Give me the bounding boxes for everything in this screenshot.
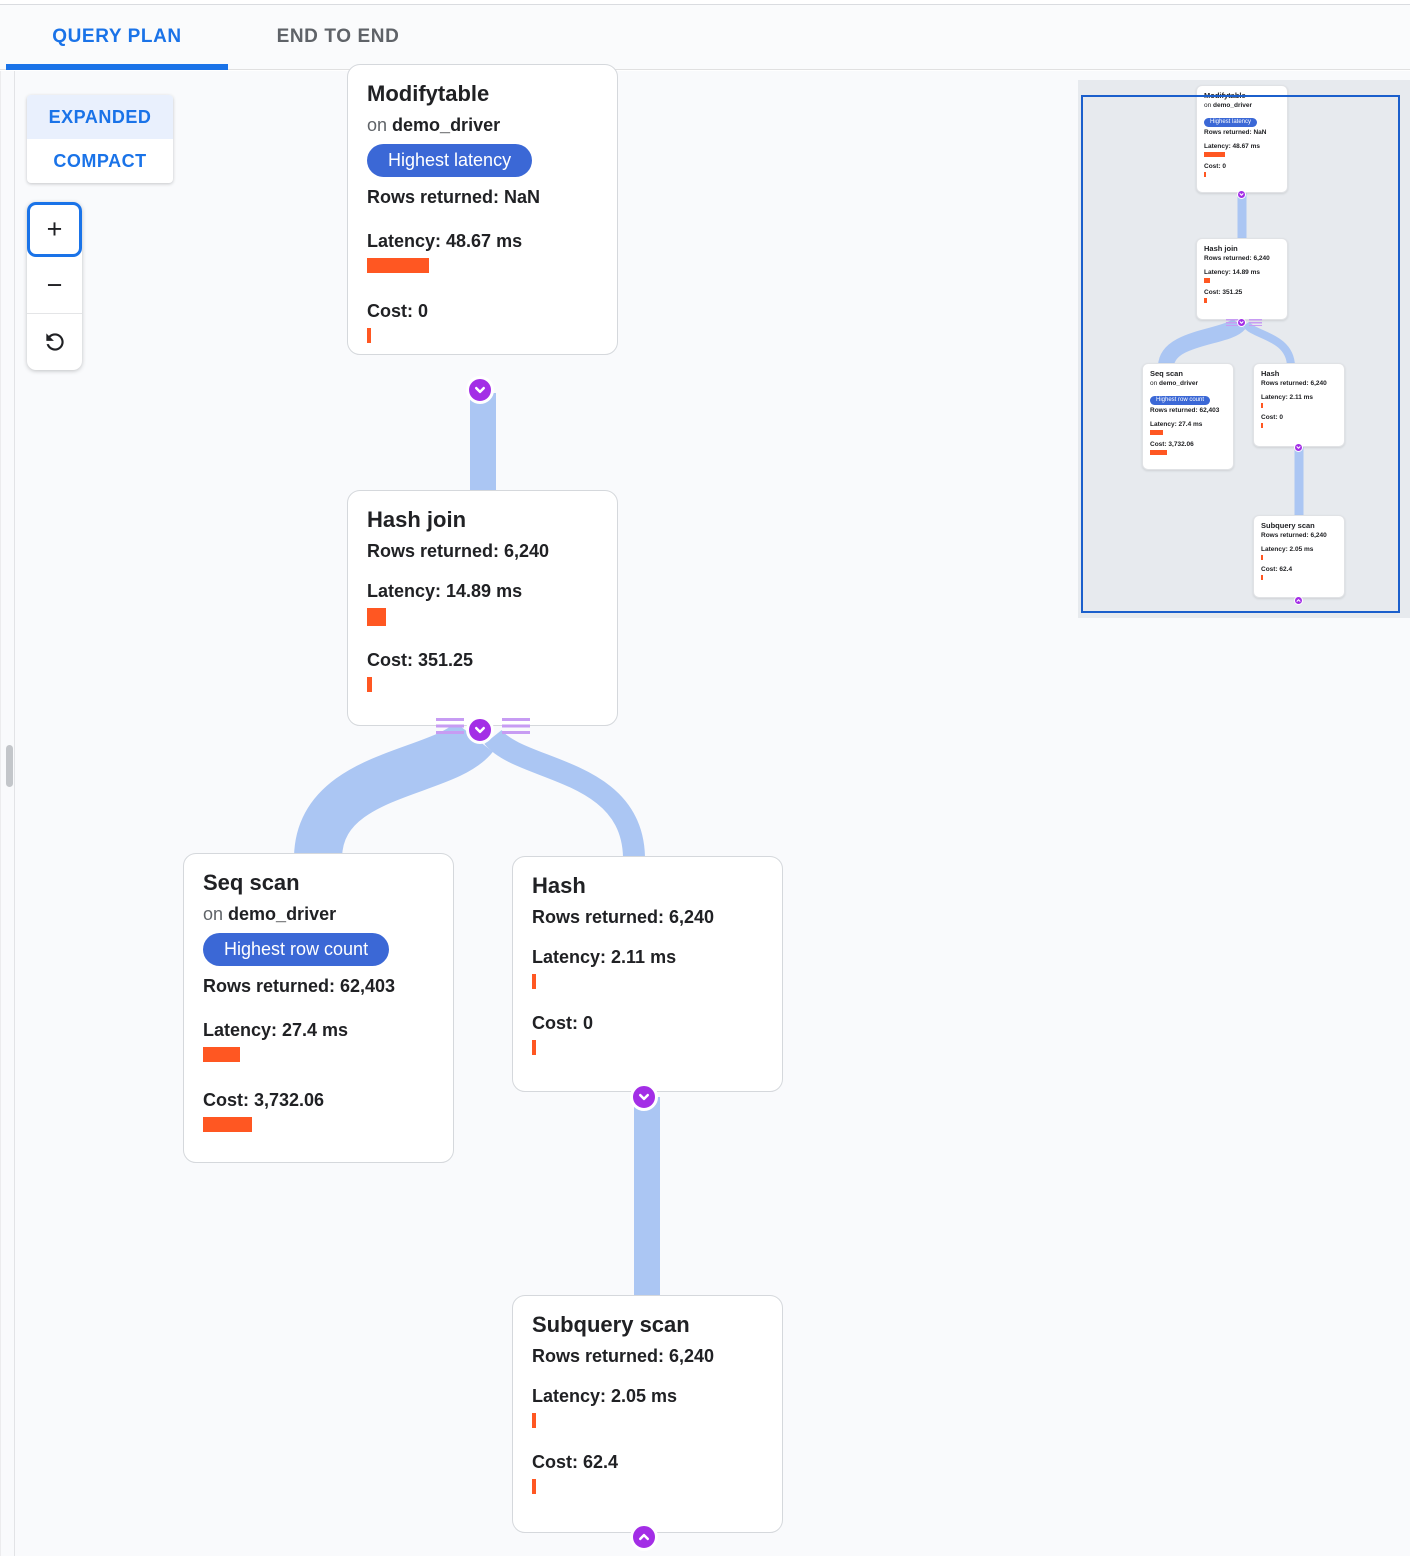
node-modifytable[interactable]: Modifytable on demo_driver Highest laten… — [347, 64, 618, 355]
rows-returned-stat: Rows returned: 6,240 — [367, 541, 550, 561]
latency-stat: Latency: 2.11 ms — [532, 947, 677, 967]
node-title: Hash — [532, 873, 586, 898]
vertical-scrollbar-thumb[interactable] — [6, 745, 13, 787]
chevron-down-icon — [638, 1093, 650, 1101]
cost-bar — [532, 1479, 536, 1494]
active-tab-underline — [6, 64, 228, 70]
latency-bar — [532, 974, 536, 989]
cost-bar — [367, 677, 372, 692]
rows-returned-stat: Rows returned: 6,240 — [532, 1346, 715, 1366]
zoom-toolbar: + − — [27, 202, 82, 370]
zoom-in-button[interactable]: + — [27, 202, 82, 257]
zoom-out-button[interactable]: − — [46, 269, 63, 300]
chevron-up-icon — [1296, 599, 1301, 602]
latency-stat: Latency: 14.89 ms — [367, 581, 523, 601]
node-title: Modifytable — [367, 81, 490, 106]
toolbar-divider — [27, 313, 82, 314]
minimap-viewport[interactable] — [1081, 95, 1400, 613]
edge-hash-join-hash — [484, 729, 645, 858]
query-plan-canvas[interactable]: EXPANDED COMPACT + − Modifytable on demo… — [0, 64, 1410, 1556]
edge-hash-join-seq-scan — [294, 720, 493, 860]
rows-returned-stat: Rows returned: 6,240 — [532, 907, 715, 927]
edge-ribbon-left — [436, 718, 464, 734]
latency-bar — [367, 608, 386, 626]
view-mode-toggle: EXPANDED COMPACT — [27, 95, 173, 183]
tab-end-to-end[interactable]: END TO END — [276, 26, 400, 47]
cost-stat: Cost: 351.25 — [367, 650, 474, 670]
node-hash[interactable]: Hash Rows returned: 6,240 Latency: 2.11 … — [512, 856, 783, 1092]
highest-latency-badge: Highest latency — [367, 144, 533, 177]
node-title: Subquery scan — [532, 1312, 690, 1337]
view-option-compact[interactable]: COMPACT — [53, 150, 147, 171]
latency-stat: Latency: 27.4 ms — [203, 1020, 349, 1040]
cost-stat: Cost: 3,732.06 — [203, 1090, 325, 1110]
cost-bar — [203, 1117, 252, 1132]
collapse-children-button-hash-join[interactable] — [466, 716, 494, 744]
tab-query-plan[interactable]: QUERY PLAN — [52, 26, 182, 47]
latency-bar — [203, 1047, 240, 1062]
minimap-node-subquery-scan: Subquery scan Rows returned: 6,240 Laten… — [1253, 515, 1345, 598]
edge-ribbon-right — [502, 718, 530, 734]
node-title: Hash join — [367, 507, 467, 532]
rows-returned-stat: Rows returned: NaN — [367, 187, 541, 207]
left-edge-divider — [0, 71, 1, 1556]
rotate-counterclockwise-icon — [42, 329, 68, 355]
latency-stat: Latency: 48.67 ms — [367, 231, 523, 251]
node-table: on demo_driver — [367, 115, 501, 135]
minimap-port — [1294, 596, 1303, 605]
rows-returned-stat: Rows returned: 62,403 — [203, 976, 396, 996]
cost-bar — [532, 1040, 536, 1055]
latency-bar — [367, 258, 429, 273]
panel-divider — [14, 71, 15, 1556]
node-seq-scan[interactable]: Seq scan on demo_driver Highest row coun… — [183, 853, 454, 1163]
minimap-node-hash: Hash Rows returned: 6,240 Latency: 2.11 … — [1253, 363, 1345, 447]
node-subquery-scan[interactable]: Subquery scan Rows returned: 6,240 Laten… — [512, 1295, 783, 1533]
chevron-down-icon — [474, 726, 486, 734]
tab-bar: QUERY PLAN END TO END — [0, 4, 1410, 70]
latency-bar — [532, 1413, 536, 1428]
reset-view-button[interactable] — [27, 314, 82, 370]
cost-stat: Cost: 62.4 — [532, 1452, 619, 1472]
latency-stat: Latency: 2.05 ms — [532, 1386, 678, 1406]
minimap[interactable]: Modifytable on demo_driver Highest laten… — [1078, 80, 1410, 618]
expand-button-subquery-scan[interactable] — [630, 1523, 658, 1551]
cost-bar — [367, 328, 371, 343]
cost-stat: Cost: 0 — [532, 1013, 594, 1033]
chevron-up-icon — [638, 1533, 650, 1541]
view-option-expanded[interactable]: EXPANDED — [27, 95, 173, 139]
cost-stat: Cost: 0 — [367, 301, 429, 321]
collapse-children-button-modifytable[interactable] — [466, 376, 494, 404]
highest-row-count-badge: Highest row count — [203, 933, 390, 966]
chevron-down-icon — [474, 386, 486, 394]
node-table: on demo_driver — [203, 904, 337, 924]
minimap-node-hash-join: Hash join Rows returned: 6,240 Latency: … — [1196, 238, 1288, 320]
node-title: Seq scan — [203, 870, 300, 895]
node-hash-join[interactable]: Hash join Rows returned: 6,240 Latency: … — [347, 490, 618, 726]
minimap-node-seq-scan: Seq scan on demo_driver Highest row coun… — [1142, 363, 1234, 470]
collapse-children-button-hash[interactable] — [630, 1083, 658, 1111]
